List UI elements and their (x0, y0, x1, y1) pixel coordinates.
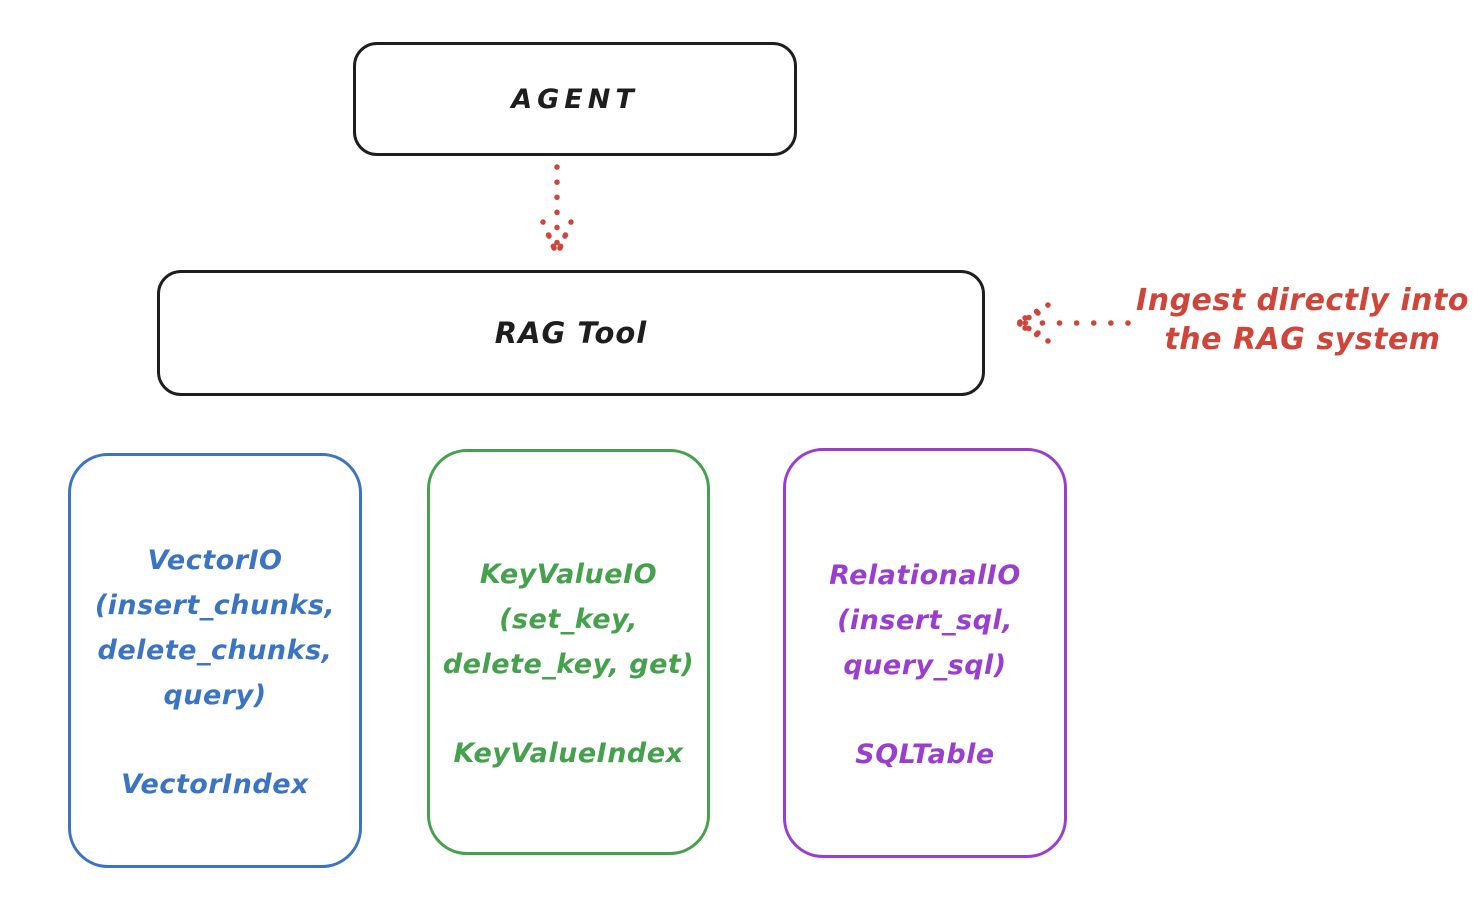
keyvalue-io-methods-line1: (set_key, (499, 604, 638, 635)
keyvalue-io-title: KeyValueIO (479, 559, 658, 590)
agent-box: AGENT (353, 42, 797, 156)
keyvalue-index-label: KeyValueIndex (453, 738, 684, 769)
vector-io-title: VectorIO (147, 545, 283, 576)
vector-io-methods-line2: delete_chunks, (97, 635, 333, 666)
agent-label: AGENT (511, 83, 639, 115)
keyvalue-io-box: KeyValueIO (set_key, delete_key, get) Ke… (427, 449, 710, 855)
vector-index-label: VectorIndex (121, 769, 309, 800)
sql-table-label: SQLTable (855, 739, 995, 770)
rag-tool-box: RAG Tool (157, 270, 985, 396)
dotted-arrow-left-icon (1013, 302, 1131, 344)
ingest-annotation: Ingest directly into the RAG system (1130, 281, 1475, 359)
ingest-annotation-line2: the RAG system (1164, 322, 1441, 357)
ingest-annotation-line1: Ingest directly into (1136, 283, 1469, 318)
relational-io-title: RelationalIO (829, 560, 1021, 591)
dotted-arrow-down-icon (540, 164, 574, 258)
rag-tool-label: RAG Tool (494, 316, 648, 350)
vector-io-box: VectorIO (insert_chunks, delete_chunks, … (68, 453, 362, 868)
relational-io-methods-line2: query_sql) (843, 650, 1007, 681)
vector-io-methods-line1: (insert_chunks, (94, 590, 336, 621)
keyvalue-io-methods-line2: delete_key, get) (442, 649, 695, 680)
vector-io-methods-line3: query) (163, 680, 267, 711)
relational-io-methods-line1: (insert_sql, (837, 605, 1013, 636)
relational-io-box: RelationalIO (insert_sql, query_sql) SQL… (783, 448, 1067, 858)
